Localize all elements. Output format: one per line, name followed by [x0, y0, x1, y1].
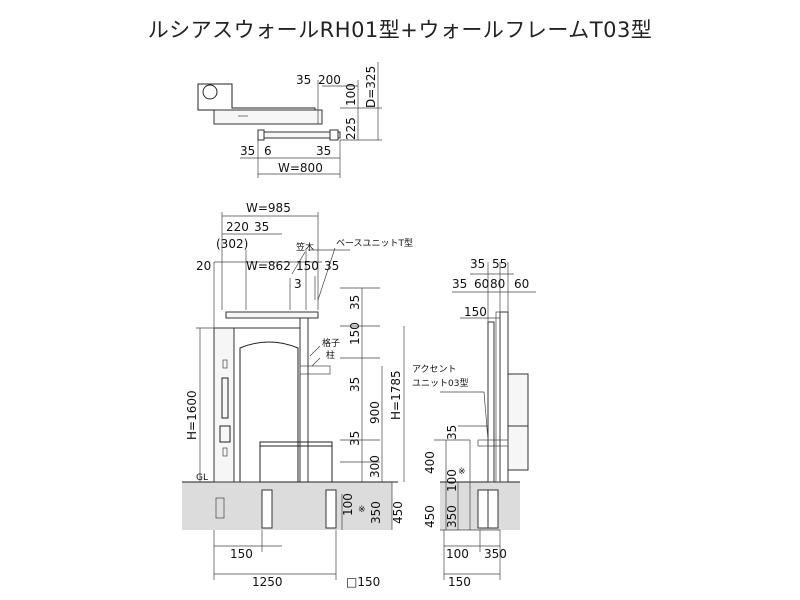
side-post-right [499, 311, 509, 483]
side-dim-150-a: 150 [464, 305, 487, 319]
front-dim-220: 220 [226, 220, 249, 234]
front-footing-right [325, 489, 337, 529]
front-dim-150-c: 150 [230, 547, 253, 561]
front-dim-20: 20 [196, 259, 211, 273]
front-post-slot [221, 377, 229, 419]
front-dim-300: 300 [368, 455, 382, 478]
plan-dim-100: 100 [344, 83, 358, 106]
front-label-note: ※ [358, 505, 366, 515]
front-label-base-unit: ベースユニットT型 [336, 238, 413, 249]
front-dim-450: 450 [391, 501, 405, 524]
plan-dim-35-top: 35 [296, 73, 311, 87]
front-dim-w985: W=985 [246, 201, 291, 215]
side-dim-35-c: 35 [445, 425, 459, 440]
side-dim-400: 400 [423, 451, 437, 474]
front-dim-100: 100 [341, 493, 355, 516]
front-frame-post [299, 317, 309, 483]
plan-dim-35-left: 35 [240, 144, 255, 158]
plan-frame-bar [257, 131, 341, 139]
side-dim-100-a: 100 [445, 469, 459, 492]
front-dim-150-b: 150 [348, 322, 362, 345]
plan-dim-35-right: 35 [316, 144, 331, 158]
plan-dim-200: 200 [318, 73, 341, 87]
front-dim-35-b: 35 [324, 259, 339, 273]
front-dim-150-a: 150 [296, 259, 319, 273]
page-title: ルシアスウォールRH01型+ウォールフレームT03型 [147, 18, 653, 42]
side-dim-35-a: 35 [470, 257, 485, 271]
side-dim-150-b: 150 [448, 575, 471, 589]
front-dim-3: 3 [294, 277, 302, 291]
front-wall-body [213, 327, 235, 483]
front-footing-left [261, 489, 273, 529]
side-label-accent-2: ユニット03型 [412, 378, 468, 389]
front-view: W=985 220 35 (302) 20 W=862 150 35 3 35 … [182, 201, 413, 589]
side-dim-60-b: 60 [514, 277, 529, 291]
side-post-left [487, 321, 495, 483]
side-accent-unit-upper [507, 373, 529, 427]
front-dim-1250: 1250 [252, 575, 283, 589]
front-dim-35-e: 35 [348, 431, 362, 446]
side-dim-350-a: 350 [445, 505, 459, 528]
front-mailbox [219, 425, 231, 443]
plan-dim-w800: W=800 [278, 161, 323, 175]
front-label-gl: GL [196, 473, 208, 483]
side-dim-60-a: 60 [474, 277, 489, 291]
side-dim-35-b: 35 [452, 277, 467, 291]
front-dim-35-c: 35 [348, 295, 362, 310]
front-label-koushi: 格子 [322, 337, 340, 349]
side-view: 35 55 35 60 80 60 150 35 400 100 450 350… [412, 257, 536, 589]
side-dim-350-b: 350 [484, 547, 507, 561]
plan-frame-post-right [329, 129, 339, 141]
plan-view: 35 200 100 D=325 225 35 6 35 W=800 [197, 62, 382, 178]
front-dim-sq150: □150 [346, 575, 380, 589]
front-dim-302: (302) [216, 237, 248, 251]
front-ground [182, 482, 392, 530]
front-dim-900: 900 [368, 401, 382, 424]
side-footing-right [487, 489, 499, 529]
plan-dim-6: 6 [264, 144, 272, 158]
front-kasagi [225, 311, 319, 319]
side-label-accent-1: アクセント [412, 364, 457, 375]
front-wall-panel [233, 327, 305, 483]
plan-frame-post-left [257, 129, 265, 141]
side-accent-unit-lower [507, 425, 529, 471]
front-dim-350: 350 [369, 501, 383, 524]
front-dim-h1785: H=1785 [389, 370, 403, 420]
front-dim-w862: W=862 [246, 259, 291, 273]
plan-dim-225: 225 [344, 117, 358, 140]
side-label-note: ※ [458, 467, 466, 477]
plan-post-marker [202, 84, 218, 100]
side-dim-80: 80 [490, 277, 505, 291]
side-dim-100-b: 100 [446, 547, 469, 561]
front-dim-h1600: H=1600 [185, 390, 199, 440]
front-lattice-frame [259, 441, 333, 483]
plan-dim-d325: D=325 [364, 66, 378, 108]
side-dim-450: 450 [423, 505, 437, 528]
plan-wall-body [213, 109, 323, 125]
front-label-kasagi: 笠木 [296, 241, 314, 253]
front-label-hashira: 柱 [326, 349, 335, 361]
front-dim-35-d: 35 [348, 377, 362, 392]
side-dim-55: 55 [492, 257, 507, 271]
front-dim-35-a: 35 [254, 220, 269, 234]
side-footing-left [477, 489, 489, 529]
